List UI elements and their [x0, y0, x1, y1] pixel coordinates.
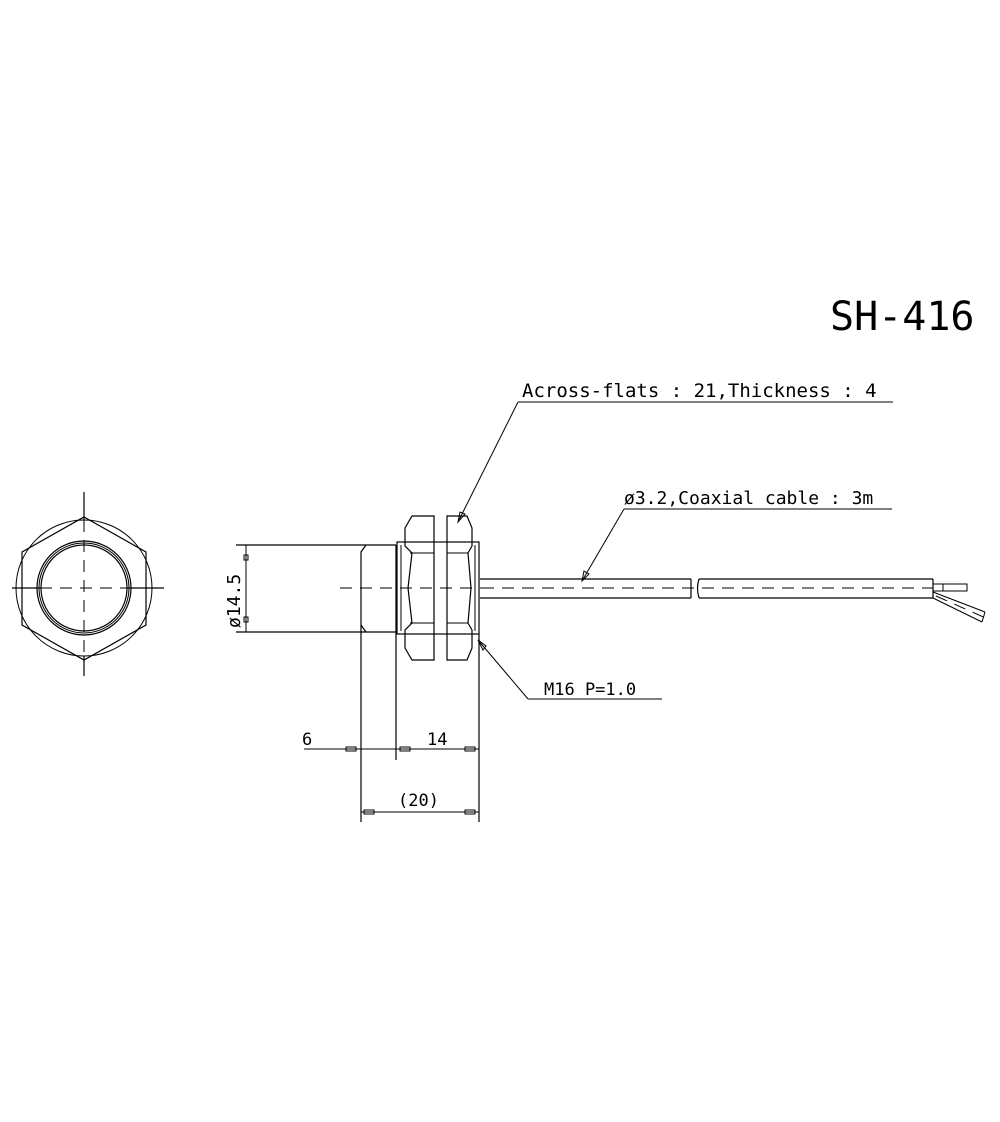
dimension-diameter: ø14.5	[224, 545, 249, 632]
arrow-tick	[243, 554, 249, 561]
callout-nut: Across-flats : 21,Thickness : 4	[457, 380, 893, 524]
model-title: SH-416	[830, 294, 975, 340]
callout-cable: ø3.2,Coaxial cable : 3m	[581, 488, 892, 583]
thread-callout-text: M16 P=1.0	[544, 680, 636, 700]
dim-6-label: 6	[302, 730, 312, 750]
side-view-sensor	[236, 515, 989, 822]
leader-thread	[477, 639, 529, 700]
thread-body	[396, 541, 480, 635]
dim-20-label: (20)	[398, 791, 439, 811]
arrow-tick	[363, 809, 375, 815]
diameter-label: ø14.5	[224, 574, 245, 628]
leader-arrow	[457, 511, 466, 524]
arrow-tick	[464, 746, 476, 752]
cable-break-2	[696, 578, 700, 599]
nut-1	[404, 515, 435, 661]
shield-top	[932, 591, 986, 613]
dim-14-label: 14	[427, 730, 447, 750]
arrow-tick	[464, 809, 476, 815]
arrow-tick	[399, 746, 411, 752]
nut-callout-text: Across-flats : 21,Thickness : 4	[522, 380, 877, 402]
cable-callout-text: ø3.2,Coaxial cable : 3m	[624, 488, 873, 509]
dimension-lengths: 6 14 (20)	[302, 730, 479, 815]
arrow-tick	[243, 616, 249, 623]
callout-thread: M16 P=1.0	[477, 639, 662, 700]
core-conductor	[942, 583, 968, 592]
shield-center	[935, 595, 989, 620]
shield-end	[981, 611, 986, 623]
arrow-tick	[345, 746, 357, 752]
leader-nut	[457, 401, 519, 523]
shield-bottom	[932, 597, 983, 623]
leader-cable	[581, 508, 625, 582]
nut-2	[446, 515, 473, 661]
leader-arrow	[581, 570, 590, 583]
leader-arrow	[477, 639, 487, 651]
front-view-hex	[12, 492, 164, 676]
